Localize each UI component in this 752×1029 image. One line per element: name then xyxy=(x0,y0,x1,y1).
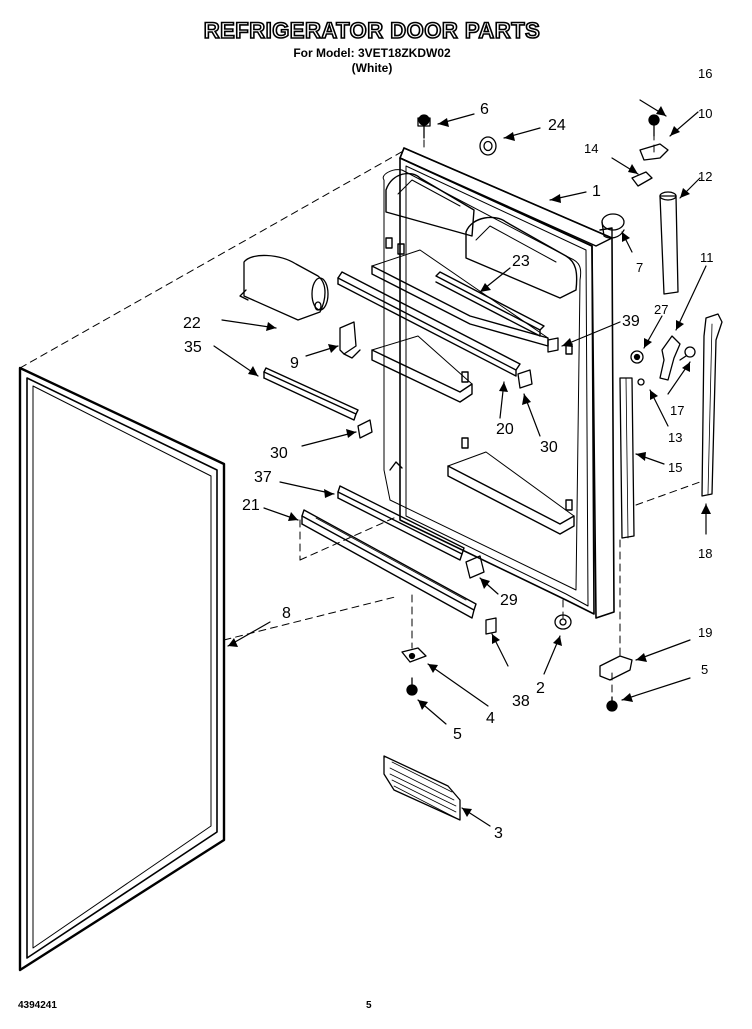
callout-11: 11 xyxy=(700,250,714,265)
bushing-2 xyxy=(554,614,572,630)
callout-14: 14 xyxy=(584,141,598,156)
document-number: 4394241 xyxy=(18,1000,57,1011)
model-line: For Model: 3VET18ZKDW02 xyxy=(293,46,451,60)
callout-21: 21 xyxy=(242,497,260,514)
hinge-cover-12 xyxy=(659,191,679,295)
door-gasket xyxy=(18,366,226,972)
clip-30b xyxy=(517,369,533,389)
hinge-19 xyxy=(599,655,633,681)
door-assembly xyxy=(371,147,615,619)
callout-37: 37 xyxy=(254,469,272,486)
clip-39 xyxy=(547,337,559,353)
callout-38: 38 xyxy=(512,693,530,710)
clip-30a xyxy=(357,419,373,439)
nut-27 xyxy=(630,350,644,364)
screw-5b xyxy=(606,696,618,712)
callout-labels: 1 2 3 4 5 5 6 7 8 9 10 11 12 13 14 15 16… xyxy=(183,66,714,842)
callout-5-right: 5 xyxy=(701,662,708,677)
hinge-plate-4 xyxy=(401,647,427,663)
cap-24 xyxy=(479,136,497,156)
callout-6: 6 xyxy=(480,101,489,118)
callout-22: 22 xyxy=(183,315,201,332)
callout-24: 24 xyxy=(548,117,566,134)
callout-30-right: 30 xyxy=(540,439,558,456)
hinge-11 xyxy=(659,335,681,381)
callout-3: 3 xyxy=(494,825,503,842)
spacer-13 xyxy=(637,378,645,386)
callout-4: 4 xyxy=(486,710,495,727)
callout-23: 23 xyxy=(512,253,530,270)
leader-arrowheads xyxy=(228,106,711,817)
callout-8: 8 xyxy=(282,605,291,622)
callout-35: 35 xyxy=(184,339,202,356)
color-line: (White) xyxy=(351,61,393,75)
grille-3 xyxy=(383,755,461,821)
callout-5-left: 5 xyxy=(453,726,462,743)
hinge-channel-15 xyxy=(619,377,635,539)
screw-5a xyxy=(406,677,418,696)
clip-38 xyxy=(485,617,497,635)
trim-18 xyxy=(701,313,723,497)
page-title: REFRIGERATOR DOOR PARTS xyxy=(203,17,541,44)
small-parts xyxy=(239,114,723,821)
callout-20: 20 xyxy=(496,421,514,438)
callout-39: 39 xyxy=(622,313,640,330)
callout-27: 27 xyxy=(654,302,668,317)
screw-16 xyxy=(648,114,660,137)
callout-9: 9 xyxy=(290,355,299,372)
leader-lines xyxy=(213,99,707,827)
hinge-10 xyxy=(639,143,669,161)
callout-18: 18 xyxy=(698,546,712,561)
dairy-door-22 xyxy=(239,254,329,321)
shim-14 xyxy=(631,171,653,187)
callout-17: 17 xyxy=(670,403,684,418)
page-number: 5 xyxy=(366,1000,372,1011)
callout-13: 13 xyxy=(668,430,682,445)
callout-16: 16 xyxy=(698,66,712,81)
screw-17 xyxy=(679,346,696,361)
callout-12: 12 xyxy=(698,169,712,184)
projection-lines xyxy=(19,127,701,698)
clip-29 xyxy=(465,555,485,579)
callout-7: 7 xyxy=(636,260,643,275)
callout-30-left: 30 xyxy=(270,445,288,462)
callout-2: 2 xyxy=(536,680,545,697)
callout-19: 19 xyxy=(698,625,712,640)
callout-29: 29 xyxy=(500,592,518,609)
shelf-rails xyxy=(263,271,545,619)
callout-1: 1 xyxy=(592,183,601,200)
latch-9 xyxy=(339,321,357,355)
callout-10: 10 xyxy=(698,106,712,121)
callout-15: 15 xyxy=(668,460,682,475)
